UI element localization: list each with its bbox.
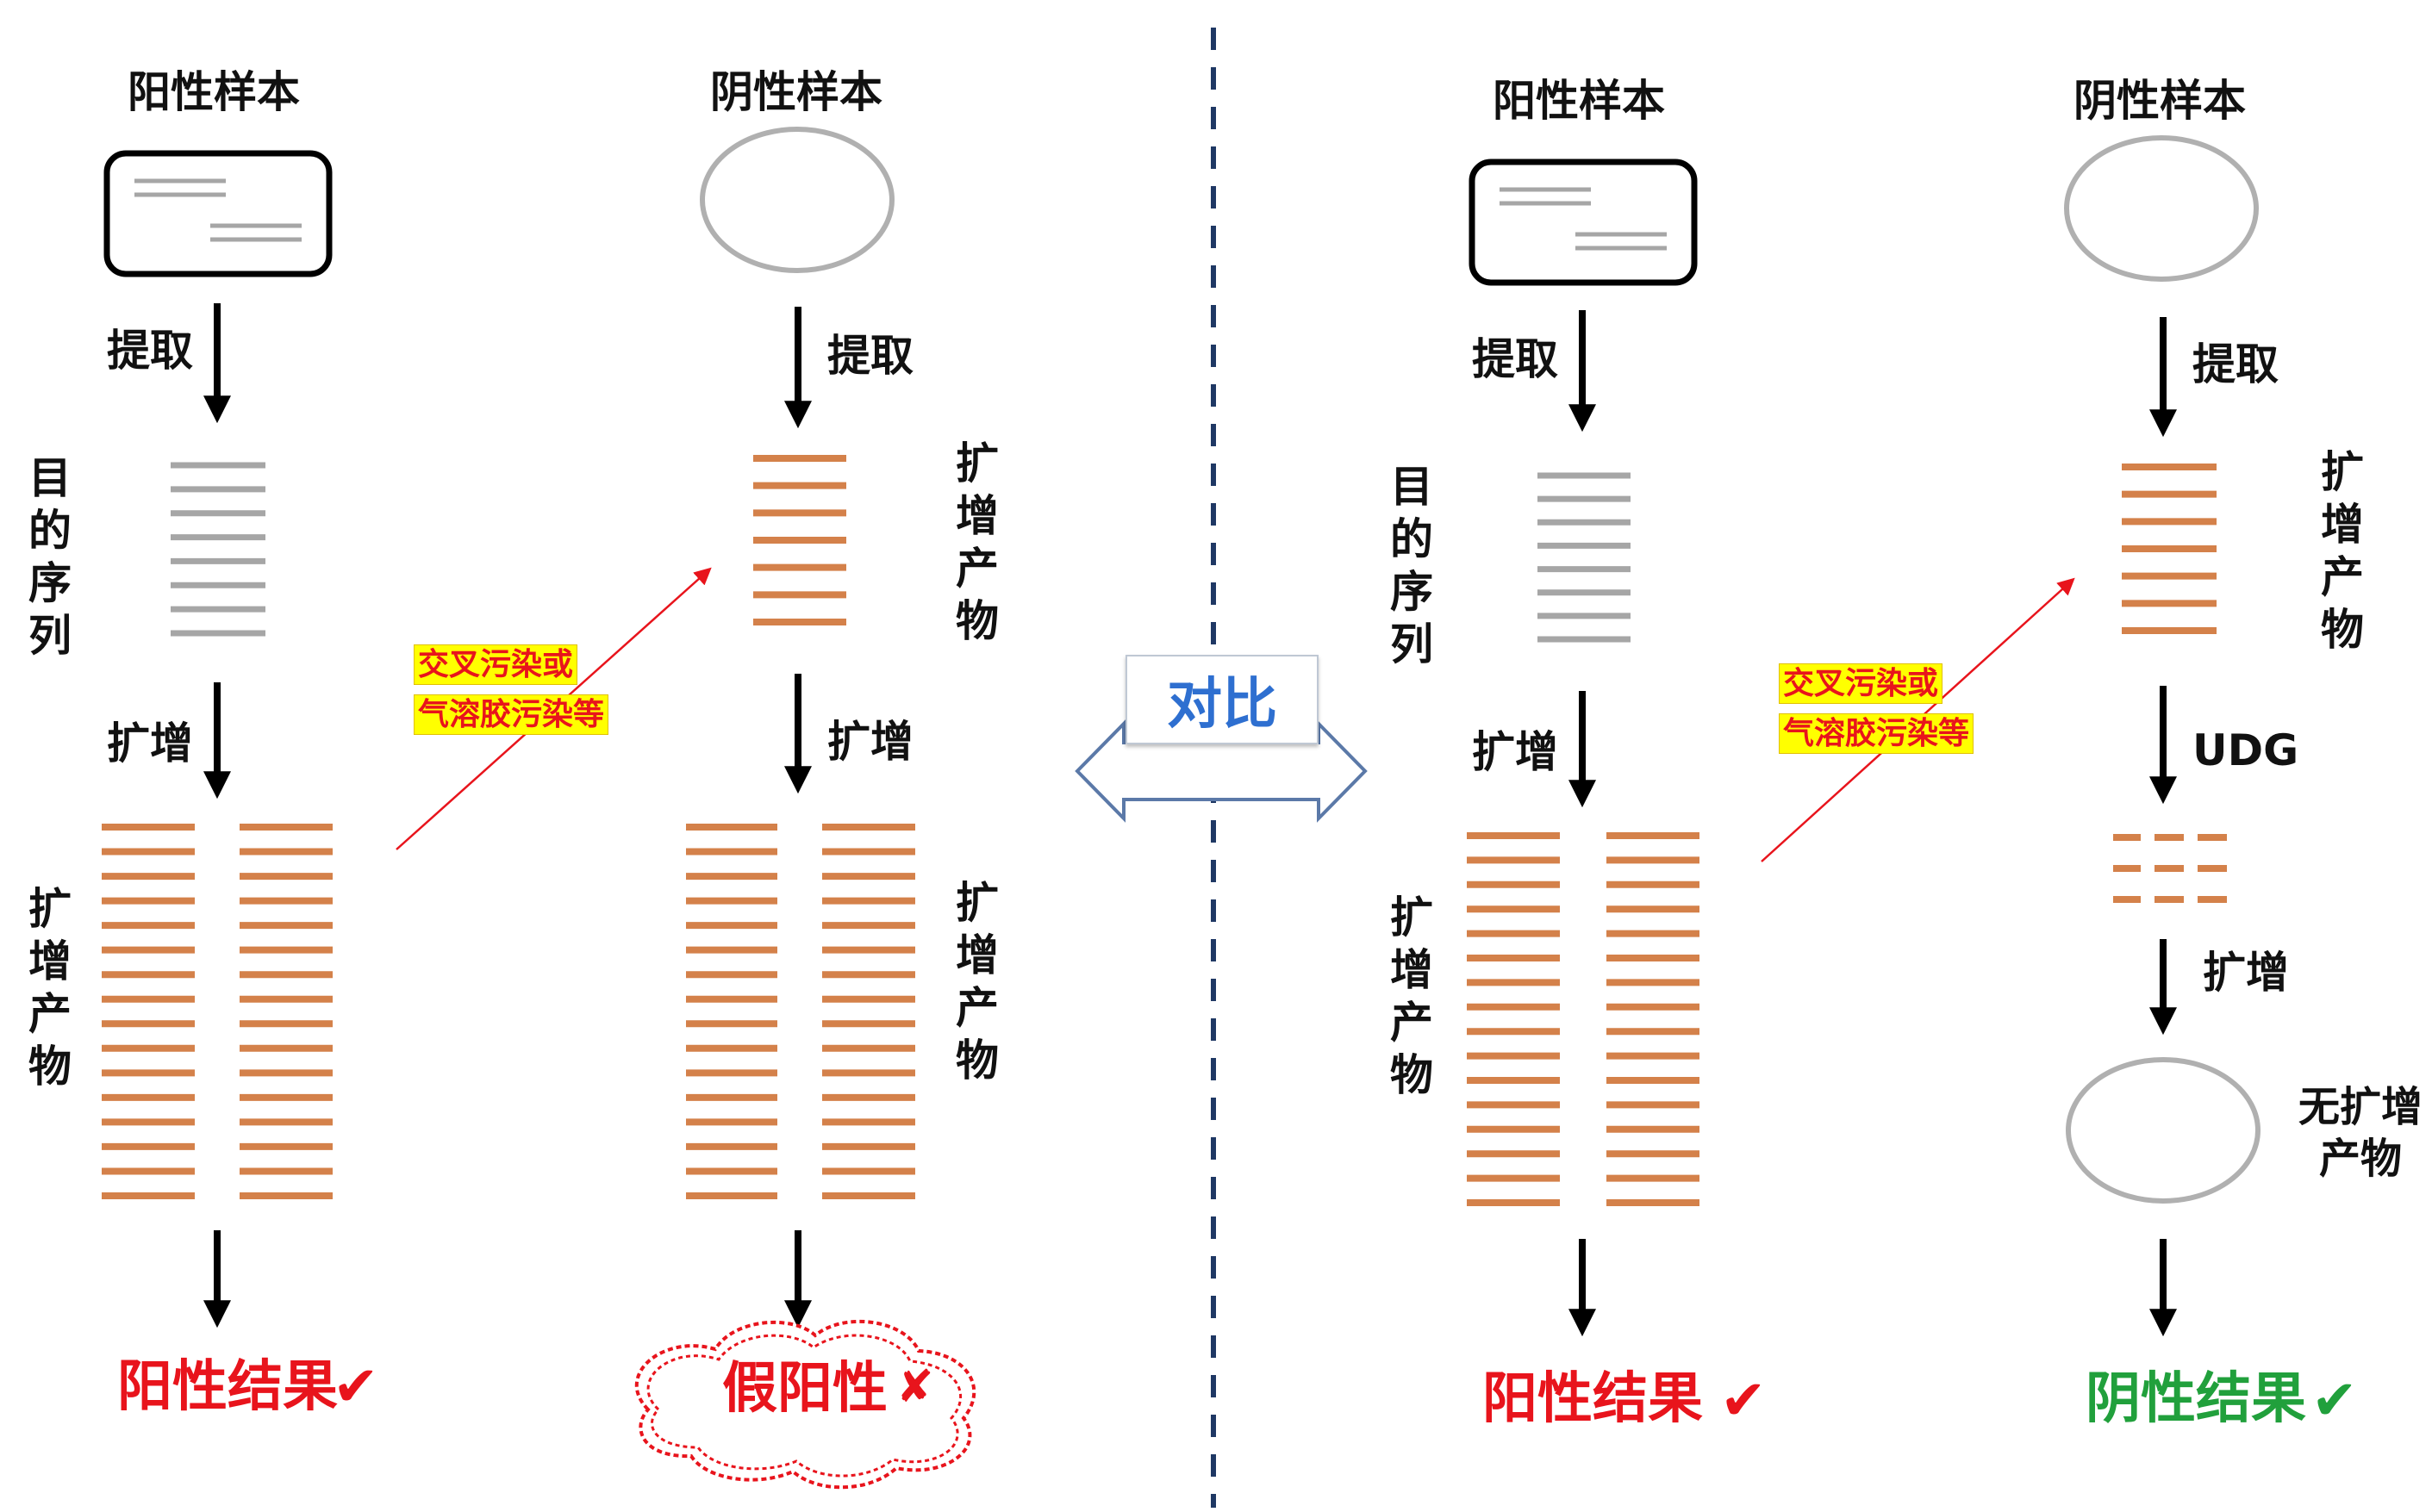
left-negative-sample-ring bbox=[700, 127, 895, 273]
right-negative-result: 阴性结果 bbox=[2086, 1367, 2306, 1431]
right-negative-sample-ring bbox=[2064, 135, 2259, 282]
compare-label-box: 对比 bbox=[1126, 655, 1319, 744]
left-positive-result: 阳性结果 bbox=[117, 1355, 338, 1419]
right-positive-extract-label: 提取 bbox=[1472, 334, 1558, 384]
right-positive-sample-box bbox=[1469, 159, 1698, 286]
right-no-product-ring bbox=[2066, 1057, 2261, 1204]
left-positive-product-label: 扩增产物 bbox=[28, 884, 72, 1092]
left-negative-amplify-label: 扩增 bbox=[827, 717, 914, 767]
false-positive-cloud bbox=[634, 1319, 976, 1490]
right-contamination-label-line1: 交叉污染或 bbox=[1779, 663, 1943, 705]
left-negative-extract-label: 提取 bbox=[827, 331, 914, 381]
right-negative-amplify-label: 扩增 bbox=[2203, 948, 2289, 998]
compare-label: 对比 bbox=[1167, 673, 1277, 737]
checkmark-icon: ✔ bbox=[1720, 1369, 1767, 1433]
checkmark-icon: ✔ bbox=[333, 1355, 379, 1419]
right-udg-label: UDG bbox=[2192, 725, 2299, 775]
left-negative-product-label: 扩增产物 bbox=[956, 878, 999, 1086]
checkmark-icon: ✔ bbox=[2311, 1369, 2358, 1433]
left-positive-amplify-label: 扩增 bbox=[107, 719, 193, 768]
right-positive-title: 阳性样本 bbox=[1493, 76, 1665, 126]
left-negative-title: 阴性样本 bbox=[710, 67, 882, 117]
right-negative-product-top-label: 扩增产物 bbox=[2321, 447, 2364, 655]
right-negative-extract-label: 提取 bbox=[2192, 339, 2279, 389]
right-no-product-label: 无扩增产物 bbox=[2298, 1083, 2423, 1183]
left-positive-extract-label: 提取 bbox=[107, 326, 193, 376]
left-contamination-label-line2: 气溶胶污染等 bbox=[414, 694, 609, 736]
right-positive-amplify-label: 扩增 bbox=[1472, 727, 1558, 777]
false-positive-cloud bbox=[646, 1334, 962, 1478]
left-false-positive-result: 假阳性 bbox=[722, 1357, 888, 1421]
cross-icon: ✘ bbox=[896, 1361, 934, 1413]
left-positive-sample-box bbox=[103, 150, 333, 277]
left-negative-product-top-label: 扩增产物 bbox=[956, 439, 999, 646]
right-contamination-label-line2: 气溶胶污染等 bbox=[1779, 713, 1974, 755]
compare-double-arrow bbox=[1075, 719, 1368, 823]
left-positive-title: 阳性样本 bbox=[128, 67, 300, 117]
right-positive-result: 阳性结果 bbox=[1482, 1367, 1703, 1431]
right-target-sequence-label: 目的序列 bbox=[1390, 462, 1433, 669]
right-negative-title: 阴性样本 bbox=[2073, 76, 2246, 126]
left-contamination-label-line1: 交叉污染或 bbox=[414, 644, 578, 686]
right-positive-product-label: 扩增产物 bbox=[1390, 893, 1433, 1100]
left-target-sequence-label: 目的序列 bbox=[28, 453, 72, 661]
